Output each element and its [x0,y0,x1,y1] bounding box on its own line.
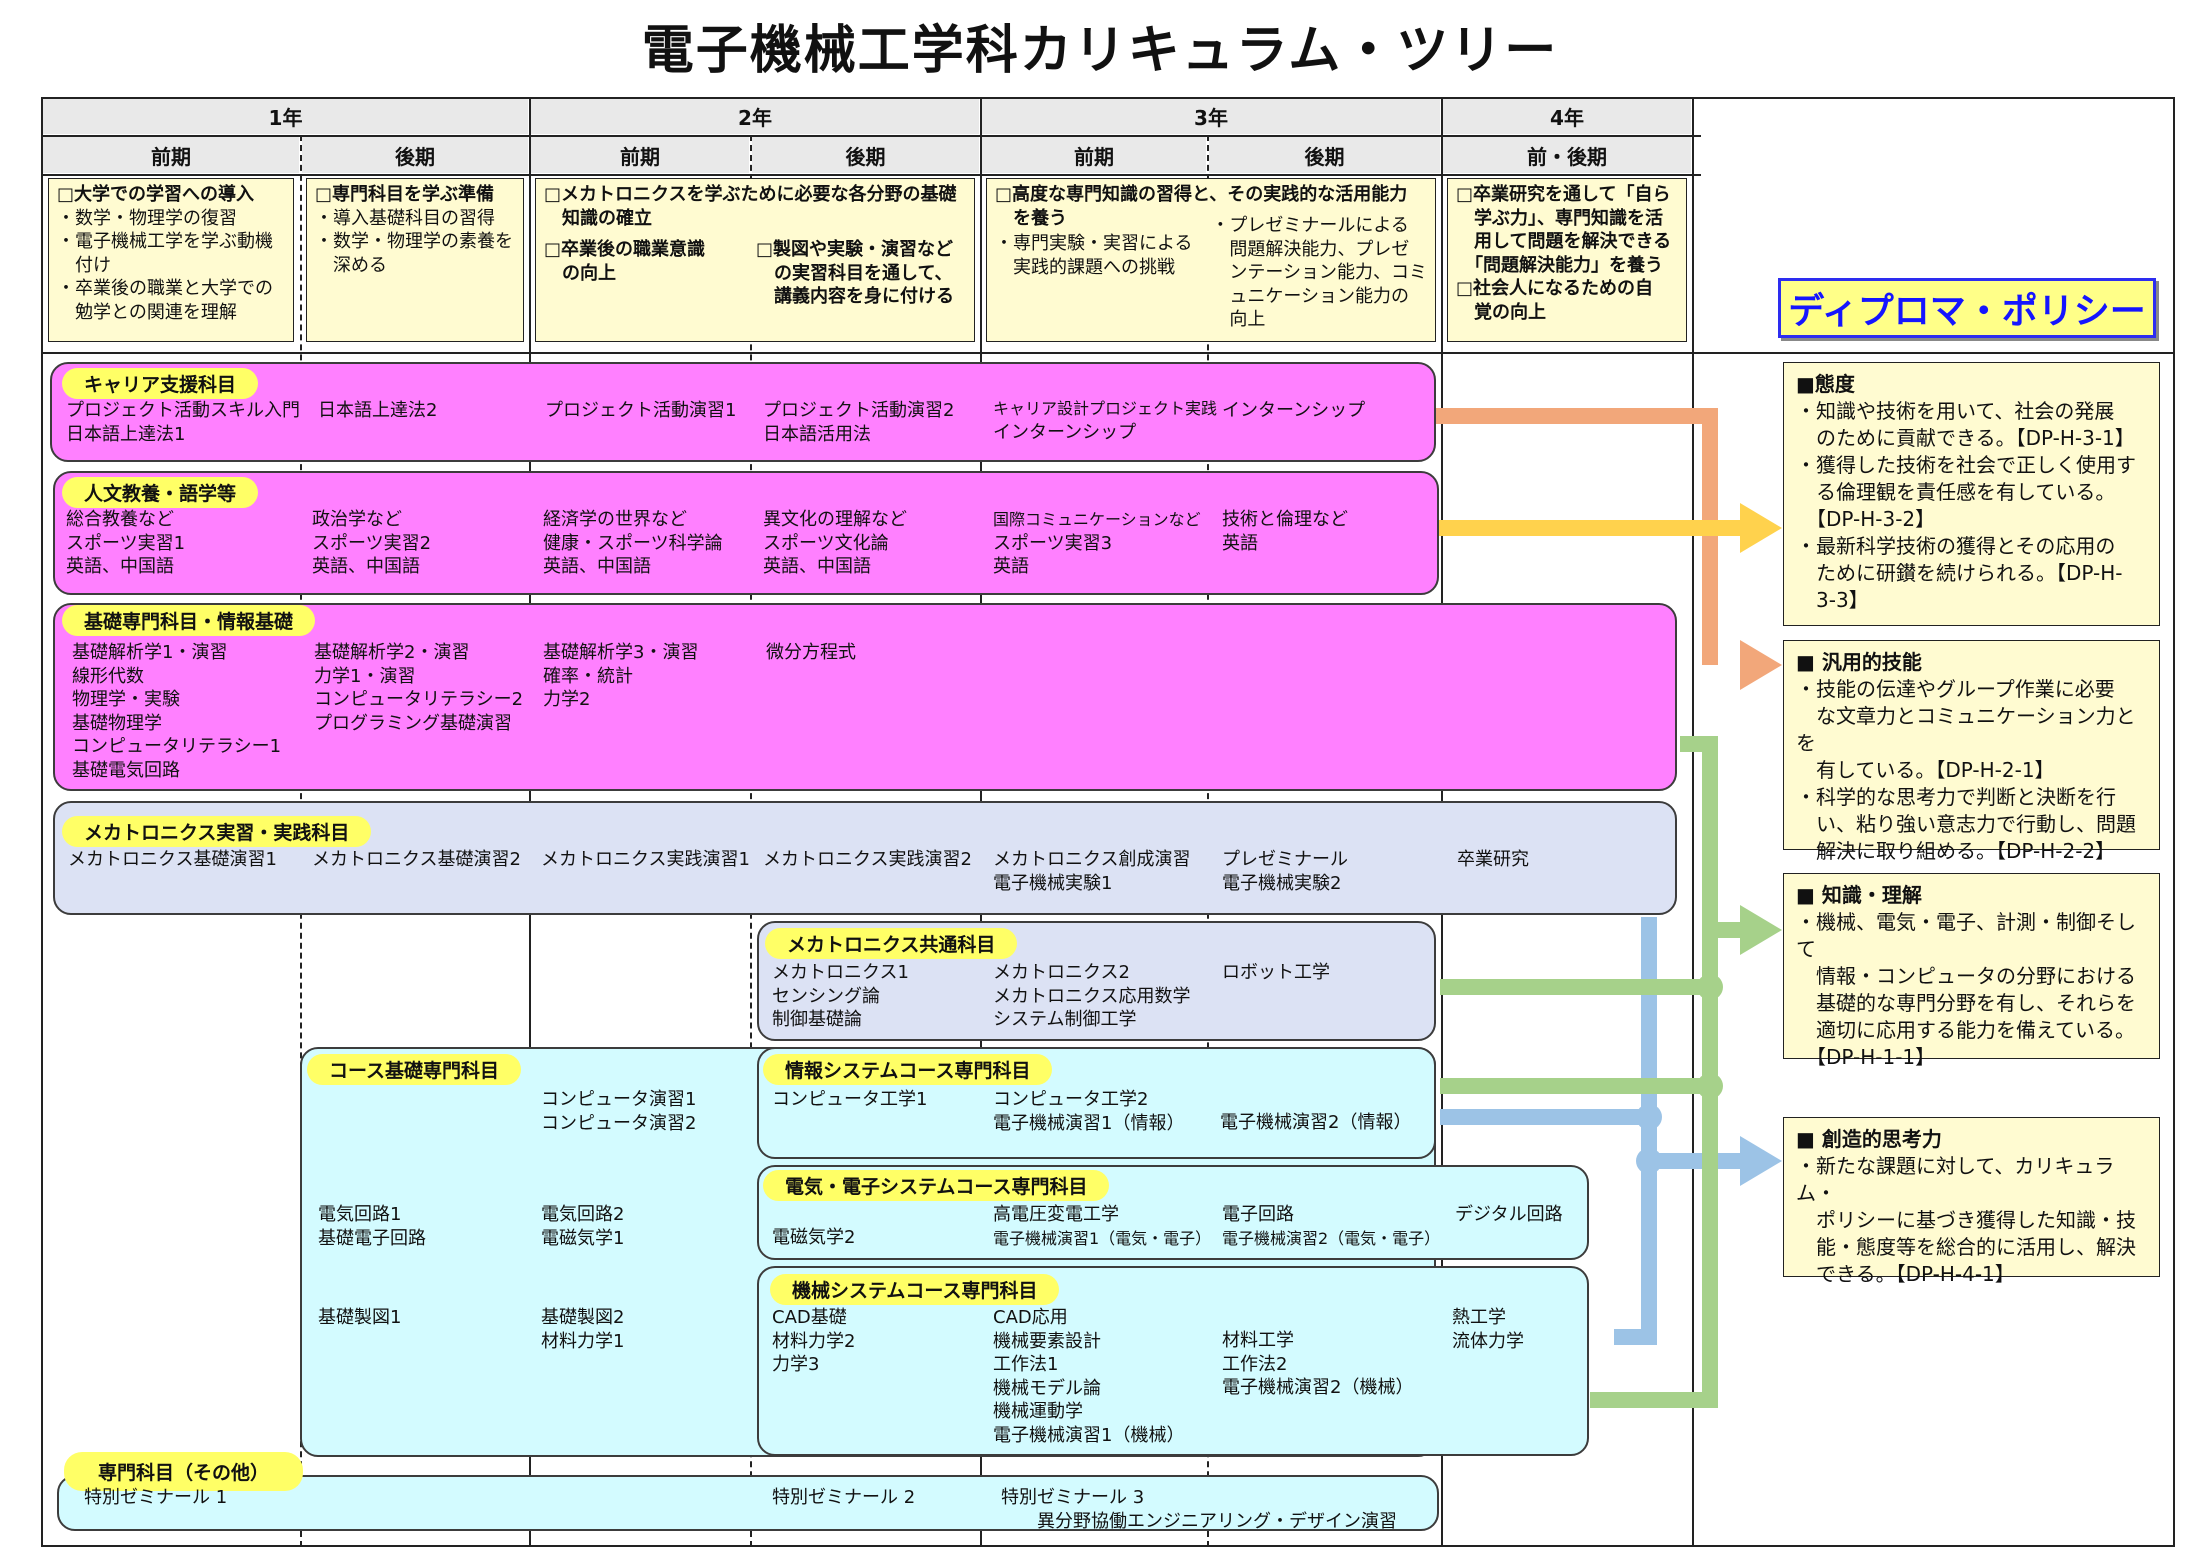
course-cell: プレゼミナール電子機械実験2 [1222,849,1348,894]
band-label: 基礎専門科目・情報基礎 [62,605,316,636]
grid-line [41,135,1701,137]
year-header: 4年 [1443,99,1691,134]
course-cell: 基礎製図1 [318,1307,402,1328]
course-cell: プロジェクト活動演習1 [545,400,737,421]
course-cell: デジタル回路 [1455,1204,1563,1225]
junction-dot [1697,974,1723,1000]
objective-box: □専門科目を学ぶ準備・導入基礎科目の習得・数学・物理学の素養を 深める [306,178,524,342]
course-cell: メカトロニクス実践演習1 [541,849,750,870]
objective-box: □メカトロニクスを学ぶために必要な各分野の基礎 知識の確立 □卒業後の職業意識 … [535,178,975,342]
band-other [57,1475,1439,1531]
diploma-policy-header: ディプロマ・ポリシー [1778,278,2156,338]
band-label: 機械システムコース専門科目 [770,1274,1060,1305]
band-label: 専門科目（その他） [64,1452,304,1491]
course-cell: 卒業研究 [1457,849,1529,870]
band-label: 人文教養・語学等 [62,477,259,508]
course-cell: 微分方程式 [766,642,856,663]
course-cell: 日本語上達法2 [318,400,438,421]
course-cell: 異文化の理解などスポーツ文化論英語、中国語 [763,509,907,577]
junction-dot [1636,1148,1662,1174]
dp-knowledge-box: ■ 知識・理解 ・機械、電気・電子、計測・制御そして 情報・コンピュータの分野に… [1783,873,2160,1069]
grid-line [1692,97,1694,1547]
course-cell: キャリア設計プロジェクト実践インターンシップ [993,399,1218,443]
dp-generic-skills-box: ■ 汎用的技能 ・技能の伝達やグループ作業に必要 な文章力とコミュニケーション力… [1783,640,2160,863]
term-header: 前期 [43,137,299,173]
orange-connector [1436,408,1718,665]
course-cell: メカトロニクス基礎演習1 [68,849,277,870]
course-cell: メカトロニクス創成演習電子機械実験1 [993,849,1191,894]
band-career-support [50,362,1436,462]
year-header: 2年 [531,99,979,134]
term-header: 後期 [1209,137,1440,173]
course-cell: 熱工学流体力学 [1452,1307,1524,1352]
term-header: 前期 [982,137,1206,173]
dp-attitude-box: ■態度 ・知識や技術を用いて、社会の発展 のために貢献できる。【DP-H-3-1… [1783,362,2160,626]
course-cell: メカトロニクス実践演習2 [763,849,972,870]
junction-dot [1697,1073,1723,1099]
course-cell: コンピュータ工学1 [772,1089,928,1110]
band-info-systems [757,1047,1436,1159]
band-label: メカトロニクス共通科目 [765,928,1018,959]
course-cell: プロジェクト活動スキル入門日本語上達法1 [66,400,300,445]
course-cell: 特別ゼミナール 1 [84,1487,228,1508]
course-cell: 基礎解析学3・演習確率・統計力学2 [543,642,699,710]
page-title: 電子機械工学科カリキュラム・ツリー [641,21,1559,81]
course-cell: メカトロニクス基礎演習2 [312,849,521,870]
course-cell: 特別ゼミナール 2 [772,1487,916,1508]
green-connector [1590,736,1718,1408]
course-cell: 特別ゼミナール 3 異分野協働エンジニアリング・デザイン演習 [1001,1487,1397,1532]
band-foundation [53,603,1677,791]
arrow-head [1740,503,1782,553]
grid-line [41,174,1701,176]
course-cell: 高電圧変電工学電子機械演習1（電気・電子） [993,1204,1212,1248]
course-cell: 電子機械演習2（情報） [1220,1112,1412,1133]
grid-frame [41,97,2175,1547]
arrow-head [1740,640,1782,690]
band-label: キャリア支援科目 [62,368,259,399]
objective-box: □大学での学習への導入・数学・物理学の復習・電子機械工学を学ぶ動機 付け・卒業後… [48,178,294,342]
objective-box: □卒業研究を通して「自ら 学ぶ力」、専門知識を活 用して問題を解決できる 「問題… [1447,178,1687,342]
junction-dot [1636,1104,1662,1130]
course-cell: 電子回路電子機械演習2（電気・電子） [1222,1204,1441,1248]
course-cell: ロボット工学 [1222,962,1330,983]
band-label: 電気・電子システムコース専門科目 [763,1170,1110,1201]
course-cell: 電磁気学2 [772,1227,856,1248]
term-header: 前・後期 [1443,137,1691,173]
course-cell: 技術と倫理など英語 [1222,509,1348,554]
term-header: 後期 [302,137,528,173]
grid-line [41,352,2175,354]
term-header: 後期 [752,137,979,173]
band-label: メカトロニクス実習・実践科目 [62,816,372,847]
arrow-head [1740,905,1782,955]
band-label: 情報システムコース専門科目 [763,1054,1053,1085]
band-humanities [53,471,1439,595]
term-header: 前期 [531,137,749,173]
course-cell: インターンシップ [1222,400,1366,421]
year-header: 1年 [43,99,528,134]
dp-creative-thinking-box: ■ 創造的思考力 ・新たな課題に対して、カリキュラム・ ポリシーに基づき獲得した… [1783,1117,2160,1286]
band-label: コース基礎専門科目 [307,1054,522,1085]
course-cell: 経済学の世界など健康・スポーツ科学論英語、中国語 [543,509,723,577]
year-header: 3年 [982,99,1440,134]
objective-box: □高度な専門知識の習得と、その実践的な活用能力 を養う ・専門実験・実習による … [986,178,1436,342]
blue-connector [1614,917,1657,1345]
arrow-head [1740,1136,1782,1186]
